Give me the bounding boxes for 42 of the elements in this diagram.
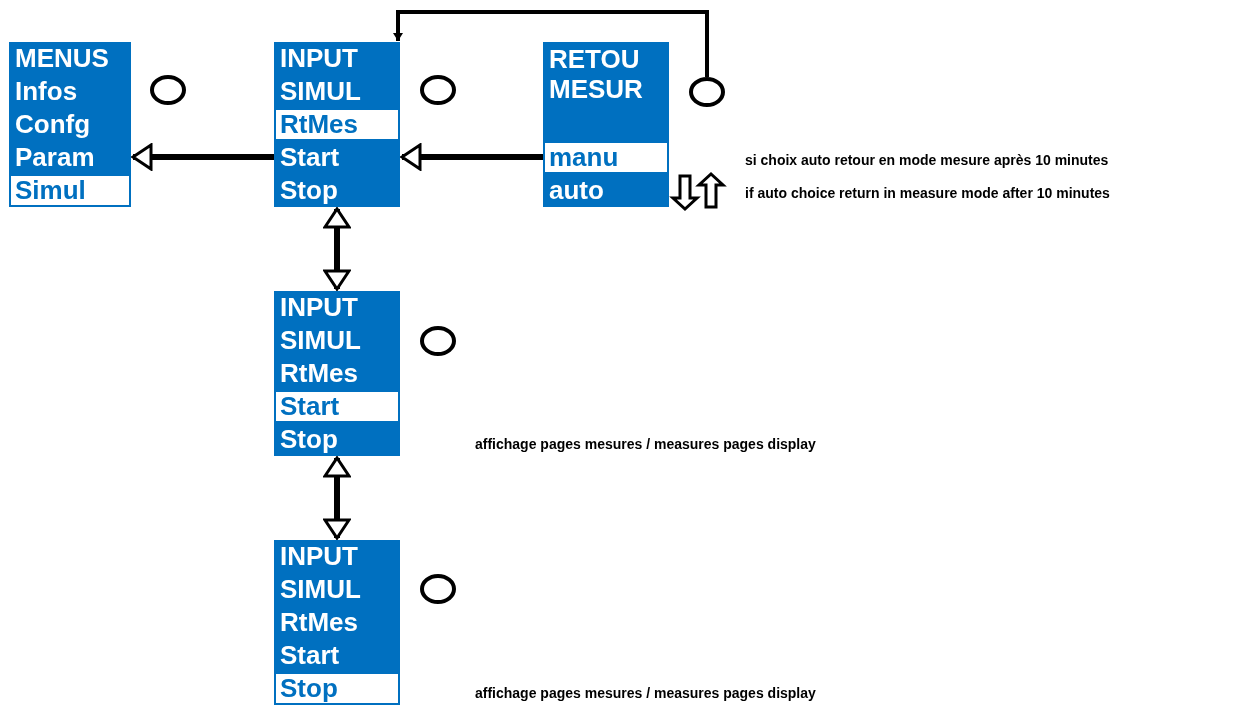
note-text: if auto choice return in measure mode after 10 minutes	[745, 185, 1110, 201]
menu-item: RtMes	[279, 606, 359, 639]
selected-menu-item: manu	[543, 141, 669, 174]
menu-item: INPUT	[279, 42, 359, 75]
menu-item: Confg	[14, 108, 92, 141]
menu-item: SIMUL	[279, 75, 362, 108]
menu-item: Infos	[14, 75, 79, 108]
menu-item: Param	[14, 141, 96, 174]
menu-item: Stop	[279, 423, 339, 456]
selected-menu-item: RtMes	[274, 108, 400, 141]
menu-item: SIMUL	[279, 573, 362, 606]
selected-menu-item: Stop	[274, 672, 400, 705]
menu-item: Stop	[279, 174, 339, 207]
selected-menu-item: Simul	[9, 174, 131, 207]
note-text: affichage pages mesures / measures pages display	[475, 685, 816, 701]
arrow	[400, 143, 543, 171]
menu-screen	[274, 42, 400, 207]
arrow	[131, 143, 274, 171]
arrow	[323, 207, 351, 291]
menu-screen	[274, 291, 400, 456]
menu-item: INPUT	[279, 540, 359, 573]
menu-item: MENUS	[14, 42, 110, 75]
menu-item: Start	[279, 639, 341, 672]
circle-symbol	[420, 75, 456, 105]
menu-item: INPUT	[279, 291, 359, 324]
note-text: si choix auto retour en mode mesure après 10 minutes	[745, 152, 1109, 168]
selected-menu-item: Start	[274, 390, 400, 423]
menu-item: RtMes	[279, 357, 359, 390]
circle-symbol	[420, 326, 456, 356]
menu-screen	[543, 42, 669, 207]
menu-screen	[274, 540, 400, 705]
menu-item: auto	[548, 174, 605, 207]
note-text: affichage pages mesures / measures pages display	[475, 436, 816, 452]
arrow	[323, 456, 351, 540]
menu-item: RETOU MESUR	[548, 43, 644, 106]
circle-symbol	[420, 574, 456, 604]
circle-symbol	[150, 75, 186, 105]
menu-item: SIMUL	[279, 324, 362, 357]
menu-item: Start	[279, 141, 341, 174]
circle-symbol	[689, 77, 725, 107]
menu-screen	[9, 42, 131, 207]
arrow	[393, 10, 709, 77]
